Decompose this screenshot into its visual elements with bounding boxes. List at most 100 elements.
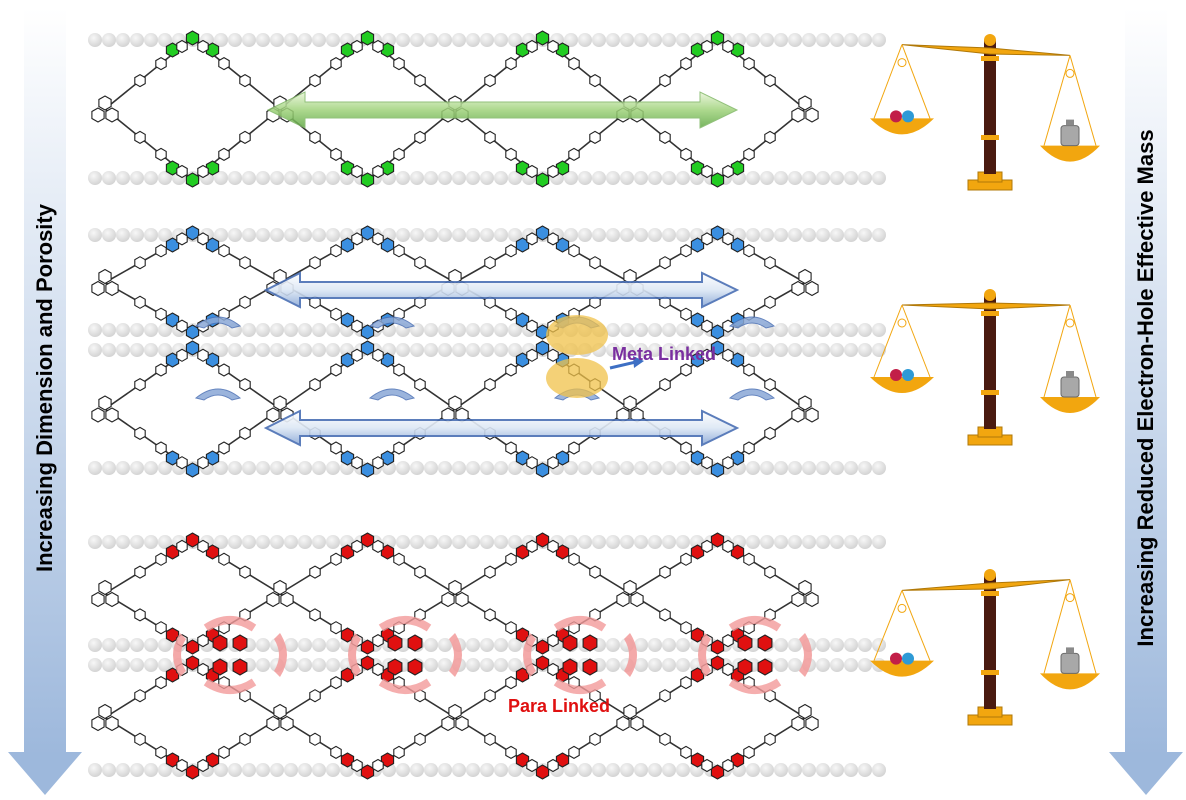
blue-lower-core-b-1 [266,407,280,423]
interlayer-arrow-blue-2 [194,388,242,401]
framework-structures [88,30,886,780]
green-transport-arrow [266,91,739,129]
red-upper-core-c-4 [805,591,819,608]
red-lower-core-b-0 [91,715,105,732]
blue-transport-arrow-lower [263,409,740,447]
green-phenyl-0 [134,73,146,88]
red-upper-core-c-3 [630,591,644,608]
blue-upper-phenyl-d-0 [239,295,251,309]
para-stack-ring-d-0 [232,658,248,676]
green-linker-bot-r-2 [555,160,570,176]
green-linker-bot-l-2 [515,160,530,176]
red-lower-phenyl-3 [659,689,671,703]
green-phenyl-2 [505,56,517,71]
blue-lower-phenyl-c-3 [722,348,734,362]
red-upper-phenyl-c-1 [372,539,384,554]
red-lower-core-c-1 [280,715,294,732]
green-core-c-0 [105,107,119,123]
red-upper-phenyl-b-1 [330,621,342,635]
red-upper-core-a-3 [623,579,637,596]
blue-upper-phenyl-c-3 [722,232,734,246]
red-lower-linker-bot-2 [535,764,550,780]
blue-lower-phenyl-c-3 [764,377,776,392]
red-upper-linker-top-0 [185,532,200,548]
blue-upper-phenyl-1 [330,244,342,258]
blue-lower-phenyl-b-2 [526,456,538,470]
blue-lower-phenyl-d-0 [218,441,230,455]
red-upper-core-c-1 [280,591,294,608]
red-lower-phenyl-d-3 [722,758,734,773]
blue-lower-phenyl-d-0 [239,426,251,441]
green-linker-top-0 [185,30,200,46]
interlayer-arrow-red-5 [624,633,637,677]
red-lower-phenyl-0 [134,689,146,703]
blue-lower-core-b-4 [791,407,805,423]
green-phenyl-d-3 [743,147,755,162]
red-lower-phenyl-b-1 [330,745,342,760]
red-lower-phenyl-d-1 [372,758,384,773]
blue-upper-phenyl-b-1 [309,295,321,309]
para-linked-label: Para Linked [508,696,611,716]
blue-upper-phenyl-2 [505,244,517,258]
red-lower-phenyl-c-3 [722,662,734,677]
red-upper-phenyl-1 [351,539,363,554]
blue-lower-linker-bot-r-2 [555,450,570,466]
hole-icon [890,110,902,123]
para-stack-ring-a-1 [387,634,403,652]
red-upper-phenyl-2 [484,565,496,579]
red-lower-linker-bot-l-1 [340,752,355,768]
green-phenyl-0 [176,39,188,54]
red-upper-linker-bot-0 [185,639,200,655]
red-lower-phenyl-b-2 [526,758,538,773]
left-vertical-arrow [8,8,82,795]
green-linker-top-1 [360,30,375,46]
red-upper-phenyl-d-0 [197,633,209,648]
blue-upper-phenyl-b-0 [155,307,167,321]
red-lower-core-a-1 [273,703,287,720]
red-lower-phenyl-c-2 [547,662,559,677]
blue-lower-core-a-4 [798,395,812,411]
para-stack-ring-b-0 [232,634,248,652]
para-stack-ring-a-2 [562,634,578,652]
green-linker-bot-0 [185,172,200,188]
para-stack-ring-b-1 [407,634,423,652]
blue-lower-phenyl-c-0 [239,377,251,392]
red-lower-phenyl-3 [680,675,692,690]
blue-lower-phenyl-d-3 [722,456,734,470]
interlayer-arrow-blue-3 [368,388,416,401]
red-upper-phenyl-c-0 [218,552,230,566]
blue-lower-linker-bot-r-1 [380,450,395,466]
red-lower-core-b-2 [441,715,455,732]
blue-lower-phenyl-2 [526,348,538,362]
green-phenyl-d-2 [568,147,580,162]
blue-lower-phenyl-c-3 [743,363,755,377]
interlayer-arrow-red-6 [698,633,711,677]
red-lower-phenyl-b-2 [484,732,496,746]
green-phenyl-d-3 [764,130,776,145]
green-phenyl-c-0 [218,56,230,71]
red-lower-phenyl-d-3 [764,732,776,746]
green-core-a-0 [98,95,112,111]
red-lower-linker-top-2 [535,655,550,671]
red-upper-phenyl-b-1 [309,608,321,622]
left-axis-label-text: Increasing Dimension and Porosity [32,204,57,572]
blue-lower-linker-top-3 [710,340,725,356]
meta-linked-label: Meta Linked [612,344,717,364]
green-phenyl-b-3 [701,164,713,179]
blue-lower-phenyl-d-0 [197,456,209,470]
red-lower-phenyl-b-1 [309,732,321,746]
red-upper-core-a-1 [273,579,287,596]
blue-upper-phenyl-b-0 [176,319,188,333]
blue-lower-phenyl-b-0 [176,456,188,470]
green-linker-bot-r-0 [205,160,220,176]
blue-lower-phenyl-0 [134,377,146,392]
green-phenyl-3 [659,73,671,88]
green-linker-bot-1 [360,172,375,188]
blue-transport-arrow-upper [263,271,740,309]
para-stack-ring-d-1 [407,658,423,676]
red-upper-core-b-0 [91,591,105,608]
red-upper-phenyl-b-2 [505,621,517,635]
scale-top [870,34,1100,191]
red-lower-linker-bot-l-2 [515,752,530,768]
green-core-b-4 [791,107,805,123]
